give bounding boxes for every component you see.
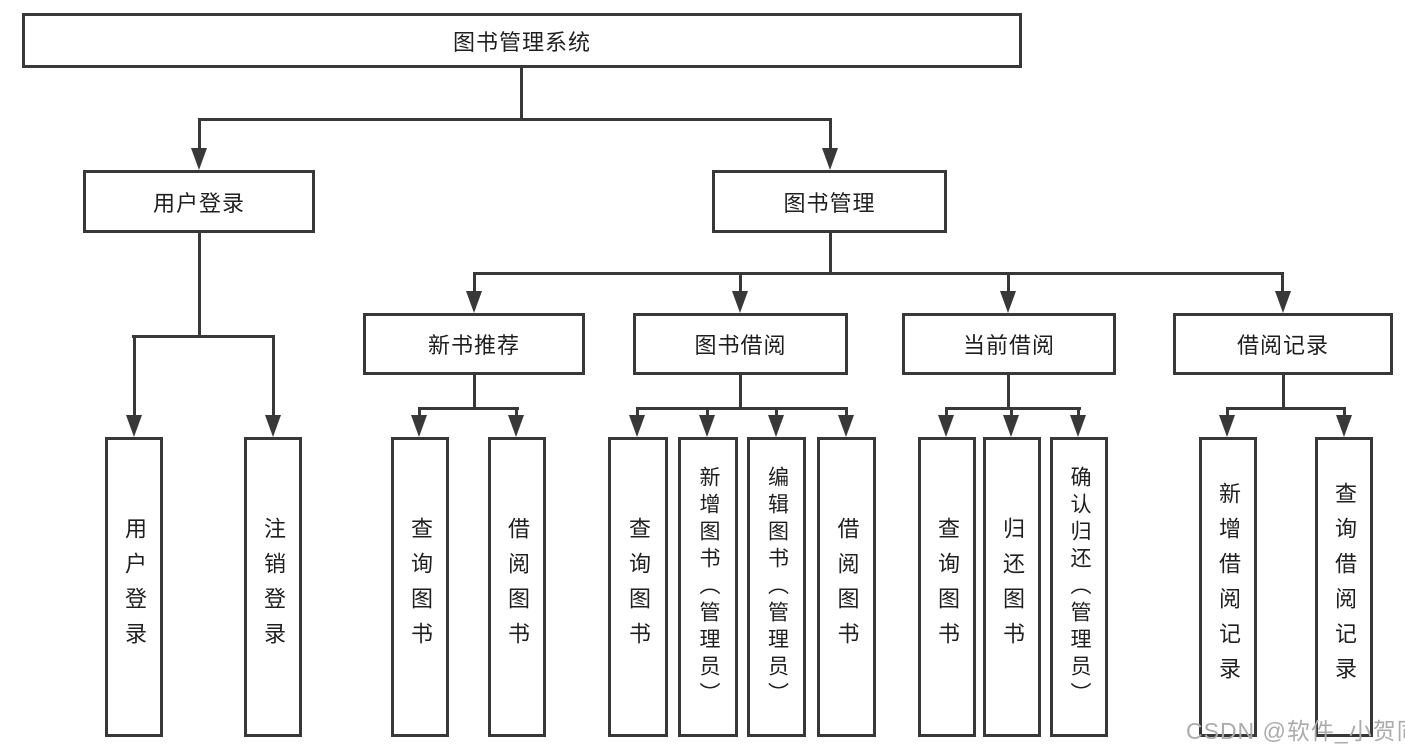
- node-new-book-rec: 新书推荐: [363, 313, 585, 375]
- node-book-mgmt-label: 图书管理: [783, 190, 876, 216]
- leaf-rec-query-books-label: 查询图书: [408, 517, 433, 657]
- connector-book-mgmt-stub: [829, 233, 832, 274]
- leaf-add-borrow-record-label: 新增借阅记录: [1216, 482, 1241, 692]
- leaf-user-login-label: 用户登录: [122, 517, 147, 657]
- connector-to-leaf: [636, 407, 639, 419]
- arrow-down-icon: [1336, 415, 1352, 437]
- connector-book-borrow-stub: [739, 375, 742, 409]
- connector-to-leaf: [1226, 407, 1229, 419]
- connector-new-book-rec-rail: [418, 407, 519, 410]
- connector-to-leaf: [418, 407, 421, 419]
- node-library-system: 图书管理系统: [22, 13, 1022, 68]
- connector-to-book-mgmt: [829, 118, 832, 152]
- connector-root-stub: [520, 68, 523, 120]
- arrow-down-icon: [126, 415, 142, 437]
- connector-to-leaf: [775, 407, 778, 419]
- node-user-login-label: 用户登录: [152, 190, 245, 216]
- connector-to-borrow-record: [1281, 272, 1284, 294]
- connector-to-leaf: [945, 407, 948, 419]
- arrow-down-icon: [508, 415, 524, 437]
- arrow-down-icon: [466, 291, 482, 313]
- connector-to-leaf: [1010, 407, 1013, 419]
- node-book-mgmt: 图书管理: [712, 170, 947, 233]
- connector-current-borrow-rail: [945, 407, 1081, 410]
- arrow-down-icon: [1275, 291, 1291, 313]
- arrow-down-icon: [732, 291, 748, 313]
- connector-book-mgmt-rail: [473, 272, 1284, 275]
- leaf-add-books-admin-label: 新增图书（管理员）: [697, 465, 720, 709]
- leaf-current-query-books-label: 查询图书: [935, 517, 960, 657]
- arrow-down-icon: [1000, 291, 1016, 313]
- node-user-login: 用户登录: [83, 170, 315, 233]
- node-library-system-label: 图书管理系统: [452, 29, 591, 55]
- leaf-borrow-query-books-label: 查询图书: [626, 517, 651, 657]
- arrow-down-icon: [265, 415, 281, 437]
- arrow-down-icon: [938, 415, 954, 437]
- leaf-borrow-query-books: 查询图书: [608, 437, 668, 737]
- leaf-current-query-books: 查询图书: [918, 437, 976, 737]
- arrow-down-icon: [1219, 415, 1235, 437]
- connector-to-leaf: [845, 407, 848, 419]
- leaf-add-borrow-record: 新增借阅记录: [1199, 437, 1257, 737]
- arrow-down-icon: [629, 415, 645, 437]
- leaf-logout: 注销登录: [244, 437, 302, 737]
- leaf-add-books-admin: 新增图书（管理员）: [678, 437, 738, 737]
- connector-user-login-rail: [132, 335, 275, 338]
- csdn-watermark: CSDN @软件_小贺同学: [1186, 718, 1405, 744]
- node-book-borrow-label: 图书借阅: [694, 333, 787, 358]
- connector-new-book-rec-stub: [473, 375, 476, 409]
- leaf-rec-borrow-books: 借阅图书: [488, 437, 546, 737]
- leaf-rec-borrow-books-label: 借阅图书: [505, 517, 530, 657]
- leaf-edit-books-admin: 编辑图书（管理员）: [747, 437, 806, 737]
- arrow-down-icon: [699, 415, 715, 437]
- connector-to-leaf: [272, 335, 275, 419]
- leaf-borrow-books: 借阅图书: [817, 437, 876, 737]
- connector-to-leaf: [1077, 407, 1080, 419]
- node-borrow-record: 借阅记录: [1173, 313, 1393, 375]
- node-new-book-rec-label: 新书推荐: [427, 333, 520, 358]
- node-borrow-record-label: 借阅记录: [1236, 333, 1329, 358]
- arrow-down-icon: [822, 148, 838, 170]
- arrow-down-icon: [411, 415, 427, 437]
- connector-current-borrow-stub: [1007, 375, 1010, 409]
- connector-to-leaf: [515, 407, 518, 419]
- connector-to-leaf: [1343, 407, 1346, 419]
- leaf-logout-label: 注销登录: [261, 517, 286, 657]
- connector-book-borrow-rail: [636, 407, 848, 410]
- leaf-borrow-books-label: 借阅图书: [834, 517, 860, 657]
- leaf-rec-query-books: 查询图书: [391, 437, 449, 737]
- connector-to-leaf: [706, 407, 709, 419]
- connector-borrow-record-rail: [1226, 407, 1346, 410]
- leaf-query-borrow-record: 查询借阅记录: [1315, 437, 1373, 737]
- connector-to-leaf: [133, 335, 136, 419]
- connector-borrow-record-stub: [1282, 375, 1285, 409]
- node-current-borrow: 当前借阅: [902, 313, 1116, 375]
- leaf-edit-books-admin-label: 编辑图书（管理员）: [765, 465, 789, 709]
- node-book-borrow: 图书借阅: [633, 313, 848, 375]
- leaf-return-books: 归还图书: [983, 437, 1041, 737]
- arrow-down-icon: [768, 415, 784, 437]
- connector-to-user-login: [198, 118, 201, 152]
- leaf-confirm-return-admin: 确认归还（管理员）: [1050, 437, 1108, 737]
- leaf-user-login: 用户登录: [105, 437, 163, 737]
- node-current-borrow-label: 当前借阅: [962, 333, 1055, 358]
- connector-to-current-borrow: [1007, 272, 1010, 294]
- arrow-down-icon: [1003, 415, 1019, 437]
- connector-root-rail: [198, 118, 832, 121]
- leaf-return-books-label: 归还图书: [1000, 517, 1025, 657]
- connector-to-new-book-rec: [473, 272, 476, 294]
- arrow-down-icon: [838, 415, 854, 437]
- connector-to-book-borrow: [739, 272, 742, 294]
- leaf-query-borrow-record-label: 查询借阅记录: [1332, 482, 1357, 692]
- leaf-confirm-return-admin-label: 确认归还（管理员）: [1068, 465, 1091, 709]
- arrow-down-icon: [191, 148, 207, 170]
- arrow-down-icon: [1070, 415, 1086, 437]
- connector-user-login-stub: [198, 233, 201, 337]
